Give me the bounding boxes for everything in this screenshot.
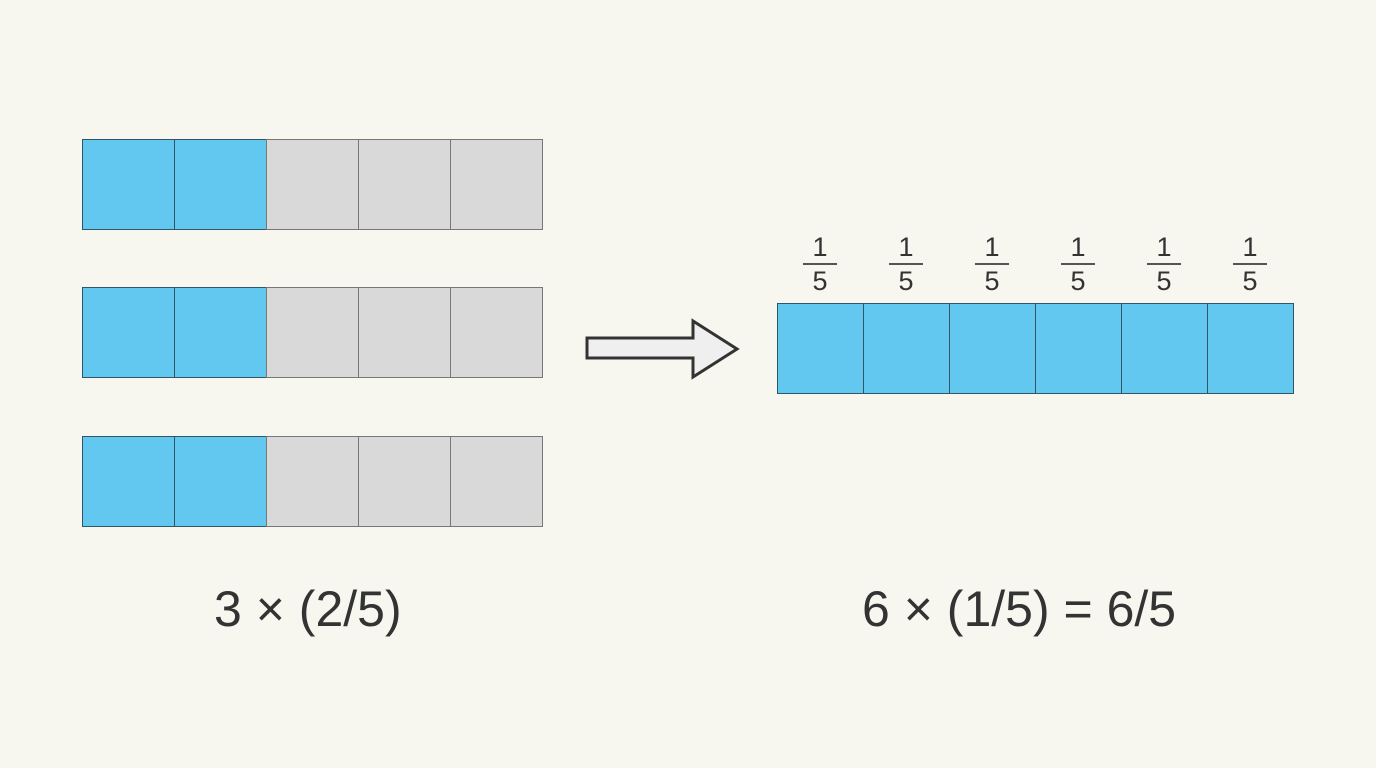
filled-cell (1121, 303, 1208, 394)
left-bar-1 (82, 139, 543, 230)
filled-cell (1035, 303, 1122, 394)
left-bar-2 (82, 287, 543, 378)
left-expression: 3 × (2/5) (214, 581, 402, 637)
filled-cell (777, 303, 864, 394)
filled-cell (174, 139, 267, 230)
filled-cell (174, 436, 267, 527)
empty-cell (450, 139, 543, 230)
right-expression: 6 × (1/5) = 6/5 (862, 581, 1177, 637)
filled-cell (82, 287, 175, 378)
arrow-right-icon (585, 318, 740, 380)
empty-cell (266, 287, 359, 378)
empty-cell (266, 436, 359, 527)
filled-cell (949, 303, 1036, 394)
left-bar-3 (82, 436, 543, 527)
empty-cell (358, 287, 451, 378)
filled-cell (863, 303, 950, 394)
right-bar (777, 303, 1294, 394)
filled-cell (82, 436, 175, 527)
empty-cell (358, 436, 451, 527)
empty-cell (450, 287, 543, 378)
filled-cell (1207, 303, 1294, 394)
empty-cell (266, 139, 359, 230)
filled-cell (174, 287, 267, 378)
empty-cell (358, 139, 451, 230)
empty-cell (450, 436, 543, 527)
filled-cell (82, 139, 175, 230)
